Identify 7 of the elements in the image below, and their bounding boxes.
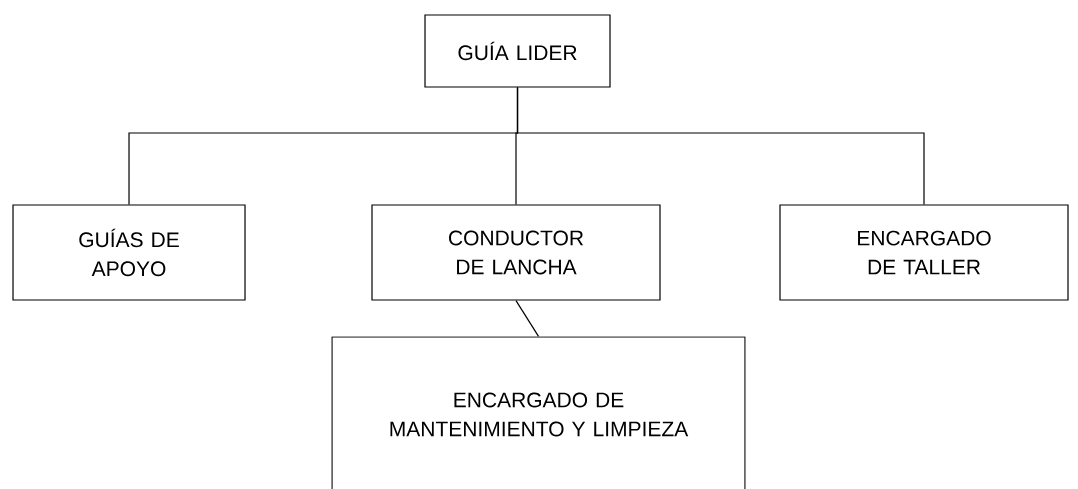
org-box: ENCARGADO DE MANTENIMIENTO Y LIMPIEZA [331, 336, 746, 489]
connector-line [515, 300, 540, 337]
connector-line [516, 87, 925, 205]
org-box: GUÍA LIDER [424, 14, 611, 88]
org-box: ENCARGADO DE TALLER [779, 204, 1069, 301]
org-box: GUÍAS DE APOYO [12, 204, 246, 301]
org-box: CONDUCTOR DE LANCHA [371, 204, 661, 301]
